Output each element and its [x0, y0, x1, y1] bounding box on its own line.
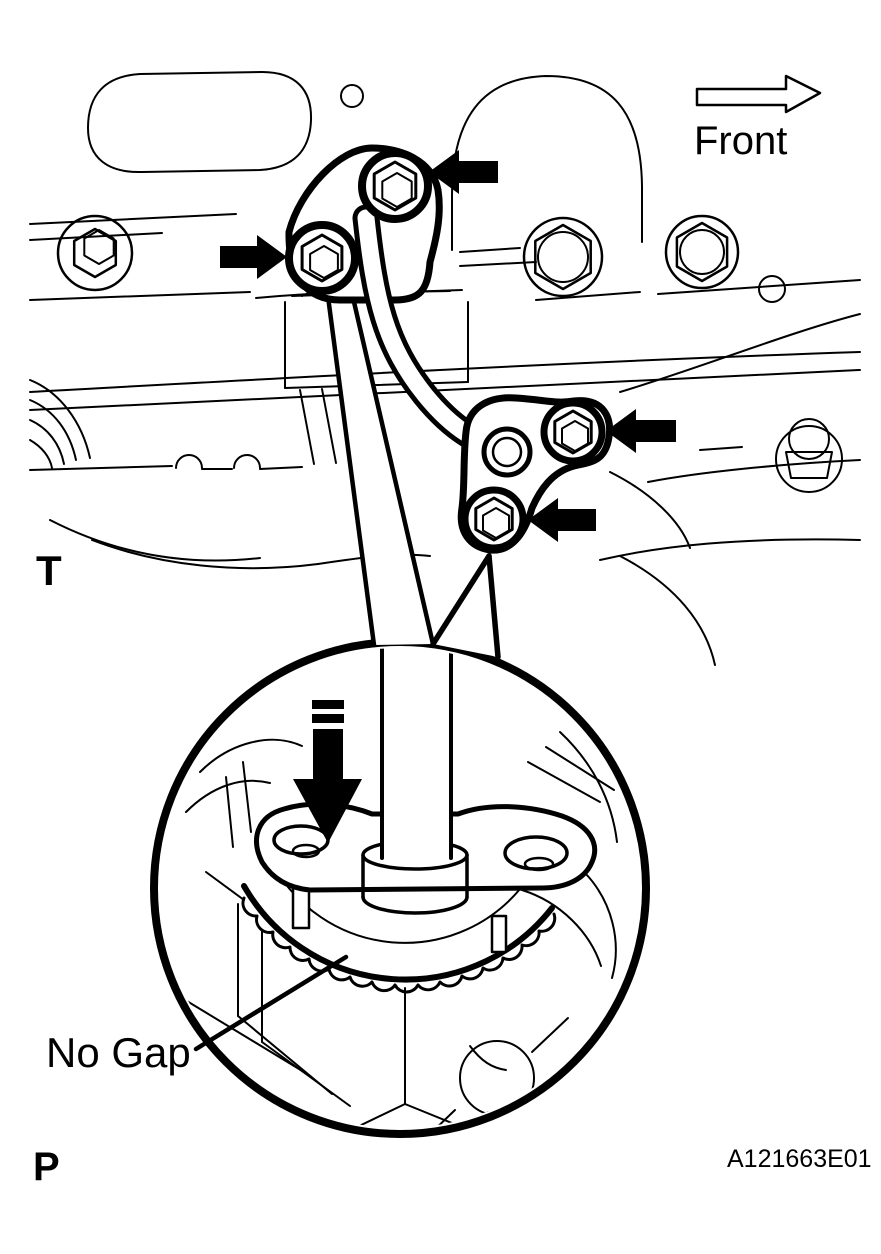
front-arrow-icon: [695, 74, 822, 114]
no-gap-leader-line: [193, 954, 349, 1052]
flange-bolt: [540, 399, 606, 465]
oil-pipe-assembly: [285, 144, 613, 554]
pipe-union-ring: [481, 426, 533, 478]
flange-bolt: [358, 149, 432, 223]
flange-bolt: [461, 486, 527, 552]
figure-code: A121663E01: [727, 1145, 872, 1173]
section-marker-t: T: [36, 547, 62, 594]
bolt-pointer-arrow: [528, 498, 596, 542]
magnified-detail-view: [171, 648, 618, 1128]
sprocket-teeth: [241, 896, 557, 994]
no-gap-label: No Gap: [46, 1029, 191, 1076]
front-direction-label: Front: [694, 119, 788, 163]
flange-bolt: [285, 221, 359, 295]
press-down-arrow-icon: [293, 700, 362, 843]
bolt-pointer-arrow: [220, 235, 287, 279]
section-marker-p: P: [33, 1145, 60, 1189]
bolt-pointer-arrow: [429, 150, 498, 194]
zoom-funnel: [324, 286, 501, 660]
oil-pipe-tube: [382, 648, 451, 858]
bolt-pointer-arrows: [220, 150, 676, 542]
bolt-pointer-arrow: [606, 409, 676, 453]
